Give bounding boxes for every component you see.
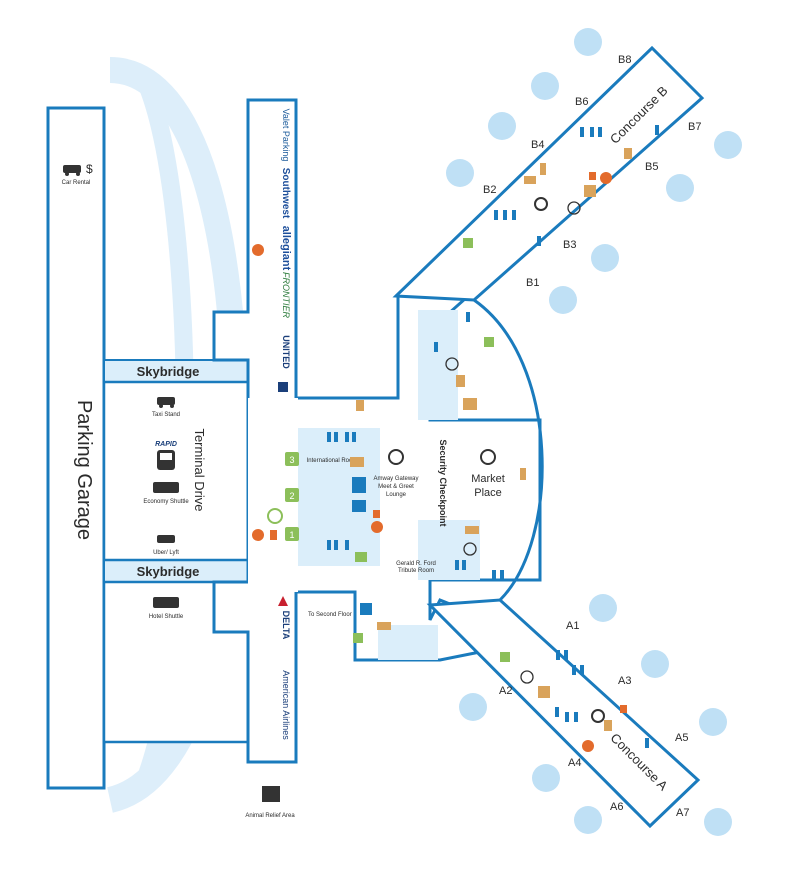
southwest-label: Southwest	[280, 168, 291, 219]
concourse-a	[426, 598, 701, 829]
security-zone	[418, 310, 458, 420]
gate-b4: B4	[531, 139, 544, 151]
gate-b8: B8	[618, 54, 631, 66]
gate-a5: A5	[675, 732, 688, 744]
baggage-claim-icon	[267, 238, 510, 662]
restroom-icon	[327, 125, 659, 748]
market-place-label-1: Market	[471, 473, 505, 485]
ford-room-label-1: Gerald R. Ford	[396, 561, 436, 567]
gate-b7: B7	[688, 121, 701, 133]
svg-text:$: $	[86, 162, 93, 176]
rapid-label: RAPID	[155, 441, 177, 448]
frontier-label: FRONTIER	[281, 272, 291, 318]
bus-icon	[157, 450, 175, 470]
gate-a6: A6	[610, 801, 623, 813]
delta-logo-icon	[278, 596, 288, 606]
central-rotunda	[473, 298, 544, 602]
car-rental-icon: $	[63, 162, 93, 176]
gate-a7: A7	[676, 807, 689, 819]
check-in-zone	[298, 428, 380, 566]
aed-icon	[252, 172, 627, 752]
international-room-label: International Room	[307, 458, 358, 464]
gate-a3: A3	[618, 675, 631, 687]
united-logo-icon	[278, 382, 288, 392]
hotel-shuttle-icon	[153, 597, 179, 608]
amway-lounge-label-1: Amway Gateway	[373, 476, 418, 482]
ford-room-label-2: Tribute Room	[398, 568, 434, 574]
airplane-icon	[446, 28, 742, 836]
united-label: UNITED	[281, 335, 291, 369]
amway-lounge-label-2: Meet & Greet	[378, 484, 414, 490]
taxi-stand-label: Taxi Stand	[152, 412, 180, 418]
baggage-label-2: 2	[289, 491, 294, 501]
animal-relief-icon	[262, 786, 280, 802]
lower-zone	[378, 625, 438, 660]
economy-shuttle-label: Economy Shuttle	[143, 499, 189, 505]
baggage-label-1: 1	[289, 530, 294, 540]
delta-label: DELTA	[281, 611, 291, 640]
gate-b1: B1	[526, 277, 539, 289]
market-place-label-2: Place	[474, 487, 502, 499]
gate-a4: A4	[568, 757, 581, 769]
shuttle-icon	[153, 482, 179, 493]
security-checkpoint-label: Security Checkpoint	[438, 439, 448, 526]
concourse-b	[392, 45, 705, 302]
hearing-loop-icon	[388, 197, 605, 723]
gate-b6: B6	[575, 96, 588, 108]
valet-parking-label: Valet Parking	[281, 109, 291, 162]
amway-lounge-label-3: Lounge	[386, 492, 407, 498]
rideshare-icon	[157, 535, 175, 543]
gate-a2: A2	[499, 685, 512, 697]
gate-b2: B2	[483, 184, 496, 196]
car-rental-label: Car Rental	[62, 180, 91, 186]
gate-a1: A1	[566, 620, 579, 632]
atm-icon	[445, 201, 581, 684]
terminal-drive-label: Terminal Drive	[192, 428, 207, 511]
hotel-shuttle-label: Hotel Shuttle	[149, 614, 184, 620]
gate-b3: B3	[563, 239, 576, 251]
dining-icon	[350, 148, 632, 731]
american-label: American Airlines	[281, 670, 291, 740]
terminal-drive-area	[102, 380, 250, 562]
skybridge-bottom-label: Skybridge	[137, 564, 200, 579]
elevator-icon	[352, 477, 366, 493]
uber-lyft-label: Uber/ Lyft	[153, 550, 179, 556]
gate-b5: B5	[645, 161, 658, 173]
to-second-floor-label: To Second Floor	[308, 612, 352, 618]
parking-garage-label: Parking Garage	[73, 400, 95, 540]
taxi-icon	[157, 397, 175, 408]
baggage-label-3: 3	[289, 455, 294, 465]
escalator-icon	[352, 500, 372, 615]
skybridge-top-label: Skybridge	[137, 364, 200, 379]
animal-relief-label: Animal Relief Area	[245, 813, 295, 819]
allegiant-label: allegiant	[280, 226, 292, 271]
